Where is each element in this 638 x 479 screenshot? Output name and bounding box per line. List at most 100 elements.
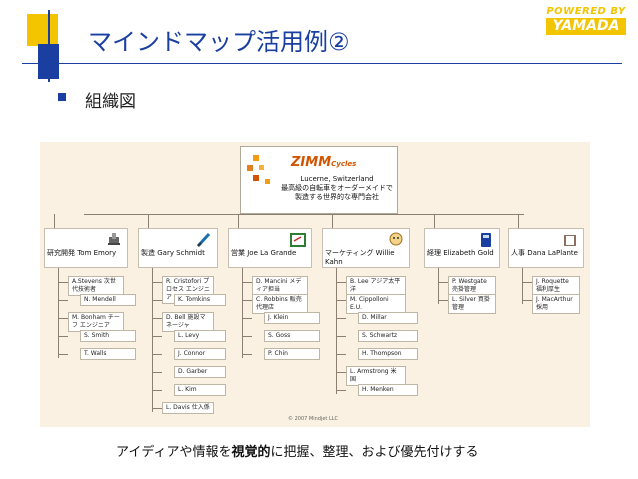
department-topic: 人事 Dana LaPlante <box>508 228 584 268</box>
child-connector-line <box>58 336 68 337</box>
branch-line-center <box>319 214 320 215</box>
department-topic: 製造 Gary Schmidt <box>138 228 218 268</box>
central-brand-suffix: Cycles <box>331 160 357 168</box>
child-spine-line <box>336 268 337 394</box>
child-topic: D. Millar <box>358 312 418 324</box>
copyright-text: © 2007 Mindjet LLC <box>288 416 339 422</box>
department-topic: 経理 Elizabeth Gold <box>424 228 500 268</box>
central-desc1: 最高級の自転車をオーダーメイドで <box>281 184 393 192</box>
slide-title: マインドマップ活用例② <box>88 28 350 56</box>
child-connector-line <box>58 282 68 283</box>
child-topic: D. Mancini メディア担当 <box>252 276 308 296</box>
child-connector-line <box>336 282 346 283</box>
department-label: 製造 Gary Schmidt <box>141 249 205 257</box>
branch-drop-line <box>148 214 149 228</box>
department-label: 研究開発 Tom Emory <box>47 249 117 257</box>
mindmap-image: ZIMMCycles Lucerne, Switzerland 最高級の自転車を… <box>40 142 590 427</box>
child-connector-line <box>58 300 68 301</box>
child-topic: J. Connor <box>174 348 226 360</box>
child-topic: L. Kim <box>174 384 226 396</box>
powered-by-logo: POWERED BY YAMADA <box>546 6 626 36</box>
book-icon <box>564 235 576 246</box>
person-icon <box>389 232 403 246</box>
central-brand: ZIMM <box>291 155 332 170</box>
branch-line-top <box>84 214 524 215</box>
caption-pre: アイディアや情報を <box>116 445 232 460</box>
logo-line2: YAMADA <box>546 18 626 35</box>
child-connector-line <box>242 318 252 319</box>
child-topic: S. Goss <box>264 330 320 342</box>
child-topic: H. Thompson <box>358 348 418 360</box>
child-connector-line <box>58 318 68 319</box>
department-topic: マーケティング Willie Kahn <box>322 228 410 268</box>
child-connector-line <box>438 300 448 301</box>
decor-horizontal-line <box>22 63 622 64</box>
child-topic: J. Roquette 福利厚生 <box>532 276 580 296</box>
decor-vertical-line <box>48 10 50 82</box>
child-connector-line <box>58 354 68 355</box>
child-topic: J. Klein <box>264 312 320 324</box>
central-location: Lucerne, Switzerland <box>300 175 374 183</box>
child-connector-line <box>336 336 346 337</box>
child-topic: M. Bonham チーフ エンジニア <box>68 312 124 332</box>
child-connector-line <box>152 336 162 337</box>
branch-drop-line <box>238 214 239 228</box>
child-connector-line <box>336 390 346 391</box>
caption-bold: 視覚的 <box>231 445 271 460</box>
clipboard-icon <box>290 233 306 247</box>
bullet-text: 組織図 <box>85 92 136 112</box>
branch-drop-line <box>54 214 55 228</box>
department-label: マーケティング Willie Kahn <box>325 249 395 266</box>
child-topic: C. Robbins 販売代理店 <box>252 294 308 314</box>
central-topic: ZIMMCycles Lucerne, Switzerland 最高級の自転車を… <box>240 146 398 214</box>
screwdriver-icon <box>196 232 211 248</box>
child-topic: D. Garber <box>174 366 226 378</box>
child-connector-line <box>242 300 252 301</box>
child-connector-line <box>152 318 162 319</box>
department-topic: 研究開発 Tom Emory <box>44 228 128 268</box>
child-topic: L. Silver 買掛管理 <box>448 294 496 314</box>
child-topic: P. Chin <box>264 348 320 360</box>
child-spine-line <box>152 268 153 412</box>
child-topic: L. Davis 仕入係 <box>162 402 214 414</box>
child-connector-line <box>242 282 252 283</box>
child-topic: N. Mendell <box>80 294 136 306</box>
child-topic: B. Lee アジア太平洋 <box>346 276 406 296</box>
logo-line1: POWERED BY <box>546 6 626 18</box>
department-label: 経理 Elizabeth Gold <box>427 249 494 257</box>
child-connector-line <box>242 336 252 337</box>
child-connector-line <box>438 282 448 283</box>
zimm-logo-icon <box>247 155 270 184</box>
caption-post: に把握、整理、および優先付けする <box>270 445 479 460</box>
branch-drop-line <box>332 214 333 228</box>
child-spine-line <box>522 268 523 304</box>
child-connector-line <box>522 300 532 301</box>
child-connector-line <box>336 354 346 355</box>
child-connector-line <box>522 282 532 283</box>
child-spine-line <box>242 268 243 358</box>
child-topic: T. Walls <box>80 348 136 360</box>
child-topic: S. Smith <box>80 330 136 342</box>
child-connector-line <box>152 354 162 355</box>
child-connector-line <box>242 354 252 355</box>
calculator-icon <box>481 233 491 247</box>
child-topic: D. Bell 施設マネージャ <box>162 312 214 332</box>
child-topic: J. MacArthur 採用 <box>532 294 580 314</box>
child-spine-line <box>58 268 59 358</box>
child-topic: H. Menken <box>358 384 418 396</box>
branch-drop-line <box>518 214 519 228</box>
slide-caption: アイディアや情報を視覚的に把握、整理、および優先付けする <box>116 441 478 460</box>
department-label: 人事 Dana LaPlante <box>511 249 578 257</box>
child-spine-line <box>438 268 439 304</box>
child-connector-line <box>152 390 162 391</box>
child-connector-line <box>336 318 346 319</box>
child-connector-line <box>152 408 162 409</box>
child-connector-line <box>152 300 162 301</box>
bullet-square-icon <box>58 93 66 101</box>
child-connector-line <box>152 282 162 283</box>
child-topic: L. Armstrong 米国 <box>346 366 406 386</box>
child-topic: P. Westgate 売掛管理 <box>448 276 496 296</box>
child-topic: L. Levy <box>174 330 226 342</box>
child-topic: K. Tomkins <box>174 294 226 306</box>
child-topic: S. Schwartz <box>358 330 418 342</box>
